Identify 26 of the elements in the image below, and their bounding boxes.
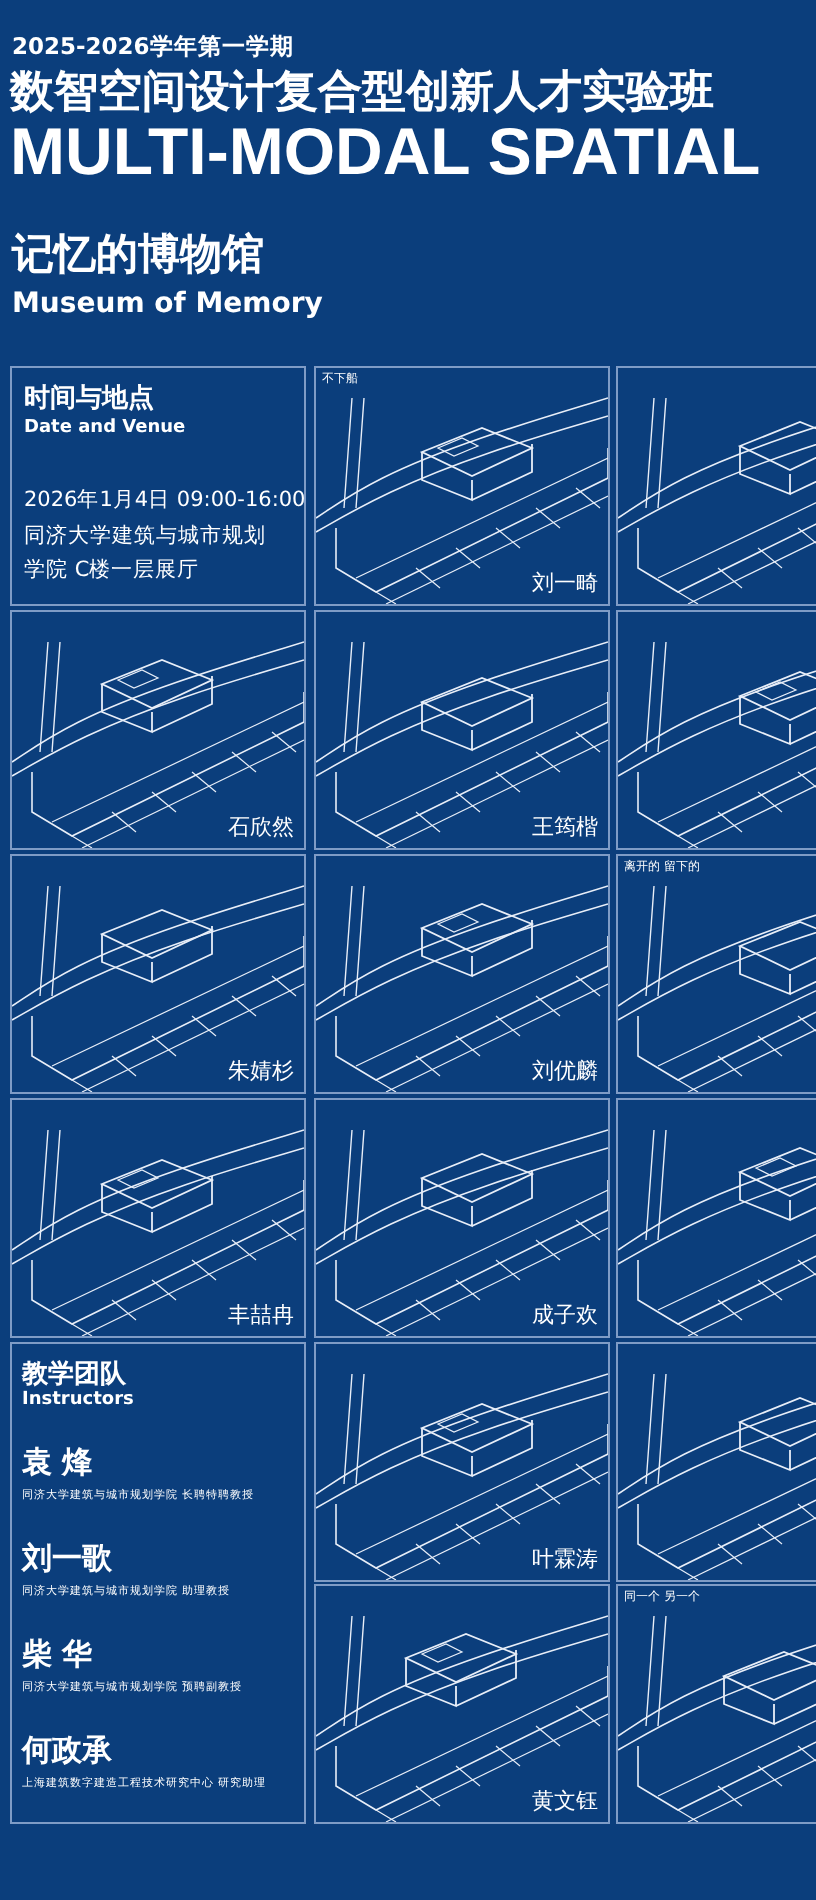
author-name: 成子欢 <box>530 1300 600 1330</box>
instructor-name: 何政承 <box>22 1732 112 1770</box>
title: 数智空间设计复合型创新人才实验班 <box>10 70 714 119</box>
date-time: 2026年1月4日 09:00-16:00 <box>24 486 304 516</box>
instructor-name: 袁 烽 <box>22 1444 93 1482</box>
venue-address: 同济大学建筑与城市规划学院 C楼一层展厅 <box>24 522 268 586</box>
instructor-name: 刘一歌 <box>22 1540 112 1578</box>
author-name: 刘优麟 <box>530 1056 600 1086</box>
panel-subheading: Date and Venue <box>24 416 186 442</box>
author-name: 王筠楷 <box>530 812 600 842</box>
author-name: 叶霖涛 <box>530 1544 600 1574</box>
author-name: 黄文钰 <box>530 1786 600 1816</box>
exhibition-subtitle: Museum of Memory <box>12 290 323 321</box>
author-name: 石欣然 <box>226 812 296 842</box>
panel-heading: 教学团队 <box>22 1358 126 1391</box>
instructor-name: 柴 华 <box>22 1636 93 1674</box>
semester-label: 2025-2026学年第一学期 <box>12 34 294 60</box>
author-name: 刘一畸 <box>530 568 600 598</box>
author-name: 朱婧杉 <box>226 1056 296 1086</box>
author-name: 丰喆冉 <box>226 1300 296 1330</box>
panel-heading: 时间与地点 <box>24 382 154 418</box>
venue-panel <box>10 366 306 606</box>
panel-subheading: Instructors <box>22 1390 134 1410</box>
instructors-panel <box>10 1342 306 1824</box>
subtitle: MULTI-MODAL SPATIAL <box>10 116 761 189</box>
exhibition-title: 记忆的博物馆 <box>12 232 264 279</box>
